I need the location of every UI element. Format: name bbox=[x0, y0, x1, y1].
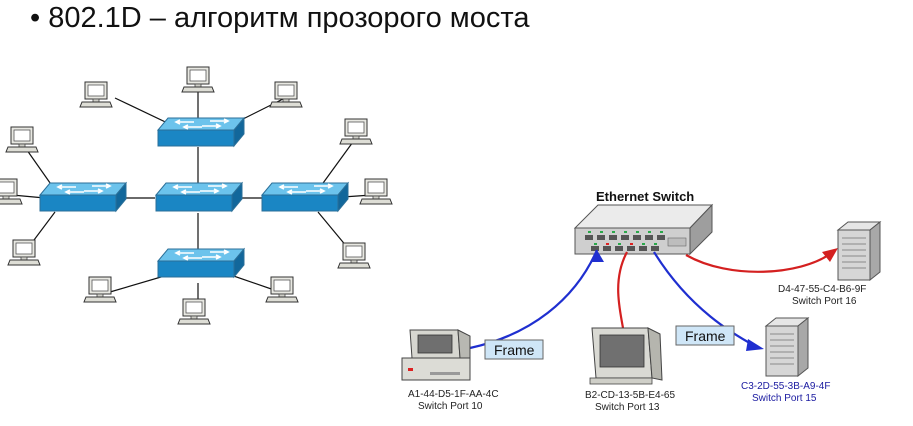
node-c3-mac: C3-2D-55-3B-A9-4F bbox=[741, 381, 830, 392]
pc-bottom-right-icon bbox=[265, 276, 299, 303]
ethernet-switch-icon bbox=[573, 203, 714, 256]
pc-right-middle-icon bbox=[359, 178, 393, 205]
desktop-computer-icon bbox=[401, 329, 471, 381]
pc-top-center-icon bbox=[181, 66, 215, 93]
node-a1-port: Switch Port 10 bbox=[418, 401, 483, 412]
ethernet-switch-diagram: Ethernet Switch bbox=[401, 189, 882, 413]
pc-top-left-icon bbox=[79, 81, 113, 108]
pc-left-lower-icon bbox=[7, 239, 41, 266]
monitor-computer-icon bbox=[589, 327, 663, 385]
node-c3-port: Switch Port 15 bbox=[752, 393, 817, 404]
switch-left-icon bbox=[39, 182, 127, 212]
switch-center-icon bbox=[155, 182, 243, 212]
star-topology bbox=[0, 66, 393, 325]
pc-top-right-icon bbox=[269, 81, 303, 108]
arrowhead-icon bbox=[822, 248, 838, 262]
frame-label-right-text: Frame bbox=[685, 328, 726, 344]
pc-right-upper-icon bbox=[339, 118, 373, 145]
node-b2-mac: B2-CD-13-5B-E4-65 bbox=[585, 390, 675, 401]
frame-label-right: Frame bbox=[675, 325, 735, 346]
pc-right-lower-icon bbox=[337, 242, 371, 269]
server-c3-icon bbox=[764, 316, 810, 378]
frame-label-left-text: Frame bbox=[494, 342, 535, 358]
node-b2-port: Switch Port 13 bbox=[595, 402, 660, 413]
pc-bottom-left-icon bbox=[83, 276, 117, 303]
node-d4-mac: D4-47-55-C4-B6-9F bbox=[778, 284, 866, 295]
pc-bottom-center-icon bbox=[177, 298, 211, 325]
switch-top-icon bbox=[157, 117, 245, 147]
switch-right-icon bbox=[261, 182, 349, 212]
pc-left-middle-icon bbox=[0, 178, 23, 205]
node-d4-port: Switch Port 16 bbox=[792, 296, 857, 307]
node-a1-mac: A1-44-D5-1F-AA-4C bbox=[408, 389, 499, 400]
switch-bottom-icon bbox=[157, 248, 245, 278]
slide-title: • 802.1D – алгоритм прозорого моста bbox=[30, 2, 530, 34]
pc-left-upper-icon bbox=[5, 126, 39, 153]
switch-label: Ethernet Switch bbox=[596, 189, 694, 204]
arrowhead-icon bbox=[746, 339, 764, 351]
arrowhead-icon bbox=[590, 250, 604, 262]
server-d4-icon bbox=[836, 220, 882, 282]
frame-label-left: Frame bbox=[484, 339, 544, 360]
